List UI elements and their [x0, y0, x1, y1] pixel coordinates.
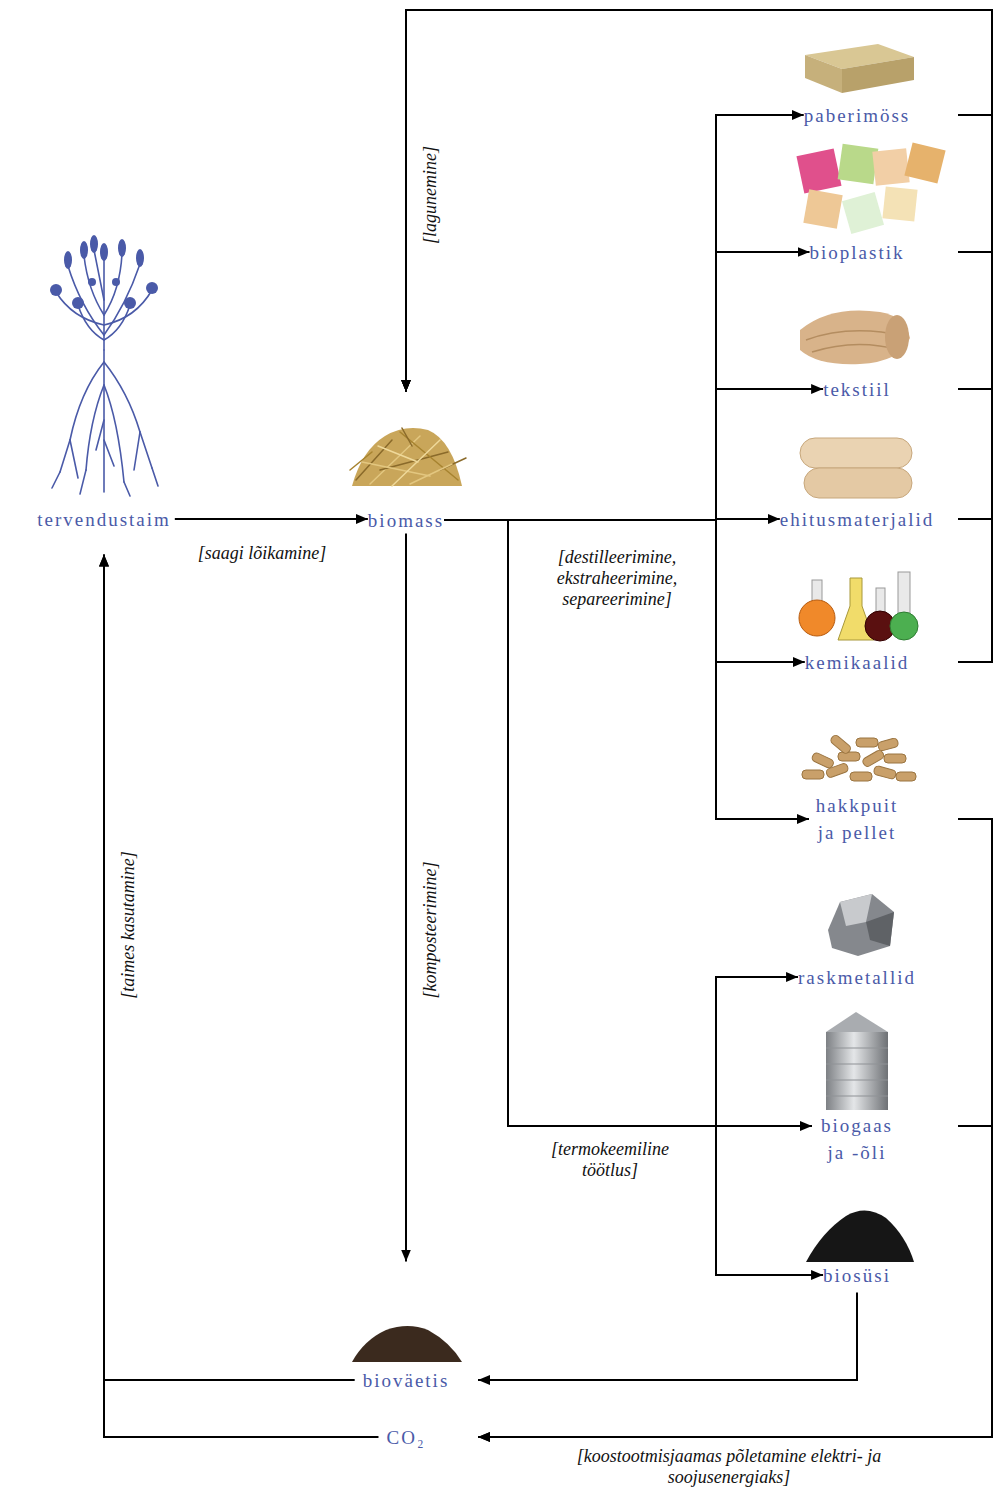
connector — [444, 520, 798, 1126]
connector — [406, 10, 992, 519]
node-text: hakkpuit ja pellet — [809, 792, 905, 846]
connector — [478, 819, 992, 1437]
edge-label: [taimes kasutamine] — [118, 849, 139, 1001]
connector — [444, 520, 805, 662]
connector — [444, 115, 804, 520]
node-text: bioväetis — [363, 1367, 450, 1394]
node-box: tekstiil — [823, 376, 891, 403]
edge-label: [destilleerimine, ekstraheerimine, separ… — [530, 547, 704, 610]
node-text: bioplastik — [810, 239, 905, 266]
edge-label: [lagunemine] — [420, 144, 441, 246]
node-text: biosüsi — [823, 1262, 891, 1289]
chemical-flasks — [799, 572, 918, 641]
node-box: ehitusmaterjalid — [780, 506, 934, 533]
plant-illustration — [52, 250, 158, 496]
node-box: hakkpuit ja pellet — [809, 792, 905, 846]
node-box: raskmetallid — [798, 964, 916, 991]
connector — [444, 252, 809, 520]
node-text: ehitusmaterjalid — [780, 506, 934, 533]
connector — [406, 10, 992, 392]
node-text: paberimöss — [804, 102, 911, 129]
connector — [104, 555, 355, 1381]
paper-pulp-block — [805, 44, 914, 93]
connector — [405, 534, 407, 1262]
connector — [444, 520, 812, 1126]
pellets — [802, 734, 916, 781]
connector — [478, 1293, 857, 1381]
edge-label: [saagi lõikamine] — [196, 543, 329, 564]
node-box: biogaas ja -õli — [812, 1112, 902, 1166]
connector — [478, 1126, 992, 1437]
biogas-silo — [826, 1012, 888, 1110]
node-box: bioplastik — [810, 239, 905, 266]
connector — [444, 520, 809, 819]
compost-pile — [352, 1326, 462, 1362]
connector — [444, 389, 823, 520]
node-text: tervendustaim — [37, 506, 171, 533]
node-box: paberimöss — [804, 102, 911, 129]
node-text: biomass — [368, 507, 444, 534]
connector — [406, 10, 992, 392]
node-box: tervendustaim — [37, 506, 171, 555]
bioplastic-sheets — [796, 142, 945, 234]
connector — [444, 520, 823, 1275]
node-text: kemikaalid — [805, 649, 909, 676]
straw-biomass — [350, 428, 466, 486]
textile-roll — [800, 310, 910, 364]
insulation-rolls — [800, 438, 912, 498]
edge-label: [komposteerimine] — [420, 860, 441, 1001]
heavy-metal-lump — [828, 894, 894, 956]
connector — [104, 555, 378, 1438]
node-text: CO₂ — [386, 1424, 425, 1451]
node-box: CO₂ — [386, 1424, 425, 1451]
biochar-pile — [806, 1210, 914, 1262]
node-text: raskmetallid — [798, 964, 916, 991]
node-text: tekstiil — [823, 376, 891, 403]
node-box: biosüsi — [823, 1262, 891, 1289]
node-box: bioväetis — [363, 1262, 450, 1394]
plant-flowers — [50, 235, 158, 309]
connector — [406, 10, 992, 392]
connector — [175, 518, 368, 520]
node-box: biomass — [368, 392, 444, 534]
connector — [406, 10, 992, 662]
node-box: kemikaalid — [805, 649, 909, 676]
node-text: biogaas ja -õli — [812, 1112, 902, 1166]
edge-label: [koostootmisjaamas põletamine elektri- j… — [575, 1446, 884, 1488]
edge-label: [termokeemiline töötlus] — [533, 1139, 687, 1181]
